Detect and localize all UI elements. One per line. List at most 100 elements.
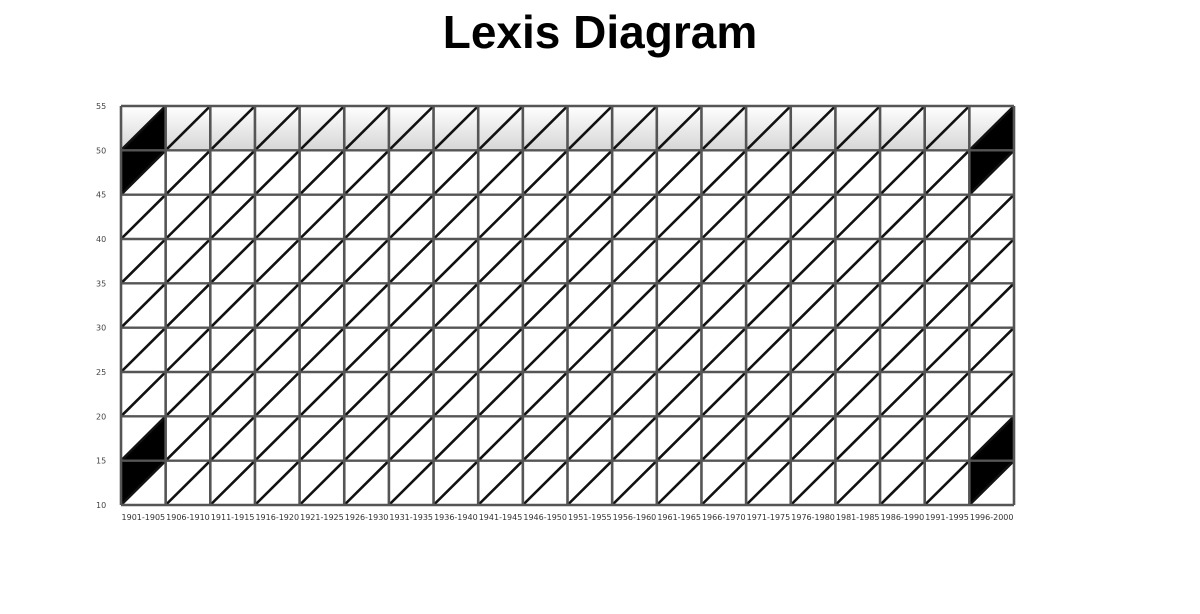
cohort-line — [432, 326, 480, 373]
cohort-line — [745, 193, 792, 240]
x-tick-label: 1936-1940 — [434, 513, 478, 522]
cohort-line — [879, 105, 926, 152]
cohort-line — [521, 238, 569, 285]
cohort-line — [298, 238, 346, 285]
cohort-line — [477, 149, 524, 196]
cohort-line — [432, 459, 480, 506]
cohort-line — [387, 105, 435, 152]
cohort-line — [789, 238, 837, 285]
cohort-line — [923, 193, 971, 240]
cohort-line — [477, 326, 524, 373]
cohort-line — [834, 105, 881, 152]
cohort-line — [521, 326, 569, 373]
cohort-line — [521, 193, 569, 240]
cohort-line — [298, 326, 346, 373]
cohort-line — [968, 149, 1015, 196]
cohort-line — [879, 459, 926, 506]
cohort-line — [611, 371, 658, 418]
cohort-line — [521, 149, 569, 196]
y-tick-label: 55 — [96, 102, 106, 111]
cohort-line — [923, 459, 971, 506]
cohort-line — [521, 459, 569, 506]
cohort-line — [120, 415, 167, 462]
cohort-line — [789, 282, 837, 329]
cohort-line — [611, 415, 658, 462]
cohort-line — [611, 238, 658, 285]
cohort-line — [343, 238, 390, 285]
y-tick-label: 45 — [96, 191, 106, 200]
cohort-line — [298, 371, 346, 418]
cohort-line — [432, 149, 480, 196]
cohort-line — [387, 371, 435, 418]
cohort-line — [566, 459, 614, 506]
cohort-line — [387, 238, 435, 285]
diagram-title: Lexis Diagram — [442, 6, 758, 58]
cohort-line — [655, 193, 703, 240]
cohort-line — [387, 282, 435, 329]
x-tick-label: 1946-1950 — [523, 513, 567, 522]
x-tick-label: 1976-1980 — [791, 513, 835, 522]
cohort-line — [209, 415, 256, 462]
x-tick-label: 1966-1970 — [702, 513, 746, 522]
cohort-line — [700, 105, 748, 152]
cohort-line — [343, 193, 390, 240]
cohort-line — [655, 459, 703, 506]
cohort-line — [611, 105, 658, 152]
x-tick-label: 1981-1985 — [836, 513, 880, 522]
cohort-line — [923, 371, 971, 418]
cohort-line — [477, 371, 524, 418]
x-tick-label: 1941-1945 — [479, 513, 523, 522]
cohort-line — [164, 326, 212, 373]
y-tick-label: 15 — [96, 457, 106, 466]
cohort-line — [387, 149, 435, 196]
cohort-line — [879, 371, 926, 418]
cohort-line — [120, 282, 167, 329]
x-tick-label: 1956-1960 — [613, 513, 657, 522]
cohort-line — [120, 238, 167, 285]
cohort-line — [209, 459, 256, 506]
cohort-line — [745, 105, 792, 152]
cohort-line — [254, 459, 301, 506]
cohort-line — [343, 105, 390, 152]
cohort-line — [298, 105, 346, 152]
cohort-line — [789, 105, 837, 152]
cohort-line — [834, 326, 881, 373]
cohort-line — [834, 149, 881, 196]
cohort-line — [700, 371, 748, 418]
cohort-line — [432, 415, 480, 462]
cohort-line — [923, 105, 971, 152]
cohort-line — [655, 371, 703, 418]
x-tick-label: 1901-1905 — [122, 513, 166, 522]
cohort-line — [923, 326, 971, 373]
y-tick-label: 10 — [96, 501, 106, 510]
cohort-line — [164, 371, 212, 418]
cohort-line — [254, 326, 301, 373]
cohort-line — [432, 193, 480, 240]
cohort-line — [834, 238, 881, 285]
cohort-line — [700, 459, 748, 506]
cohort-line — [789, 415, 837, 462]
x-tick-label: 1996-2000 — [970, 513, 1014, 522]
cohort-line — [209, 371, 256, 418]
cohort-line — [923, 149, 971, 196]
cohort-line — [209, 105, 256, 152]
cohort-line — [745, 326, 792, 373]
cohort-line — [432, 105, 480, 152]
cohort-line — [745, 459, 792, 506]
cohort-line — [120, 371, 167, 418]
cohort-line — [164, 193, 212, 240]
cohort-line — [387, 415, 435, 462]
cohort-line — [120, 326, 167, 373]
x-tick-label: 1931-1935 — [389, 513, 433, 522]
y-tick-label: 20 — [96, 412, 106, 421]
cohort-line — [164, 415, 212, 462]
cohort-line — [254, 238, 301, 285]
cohort-line — [789, 459, 837, 506]
cohort-line — [387, 193, 435, 240]
cohort-line — [209, 149, 256, 196]
cohort-line — [209, 193, 256, 240]
cohort-line — [968, 371, 1015, 418]
cohort-line — [120, 193, 167, 240]
